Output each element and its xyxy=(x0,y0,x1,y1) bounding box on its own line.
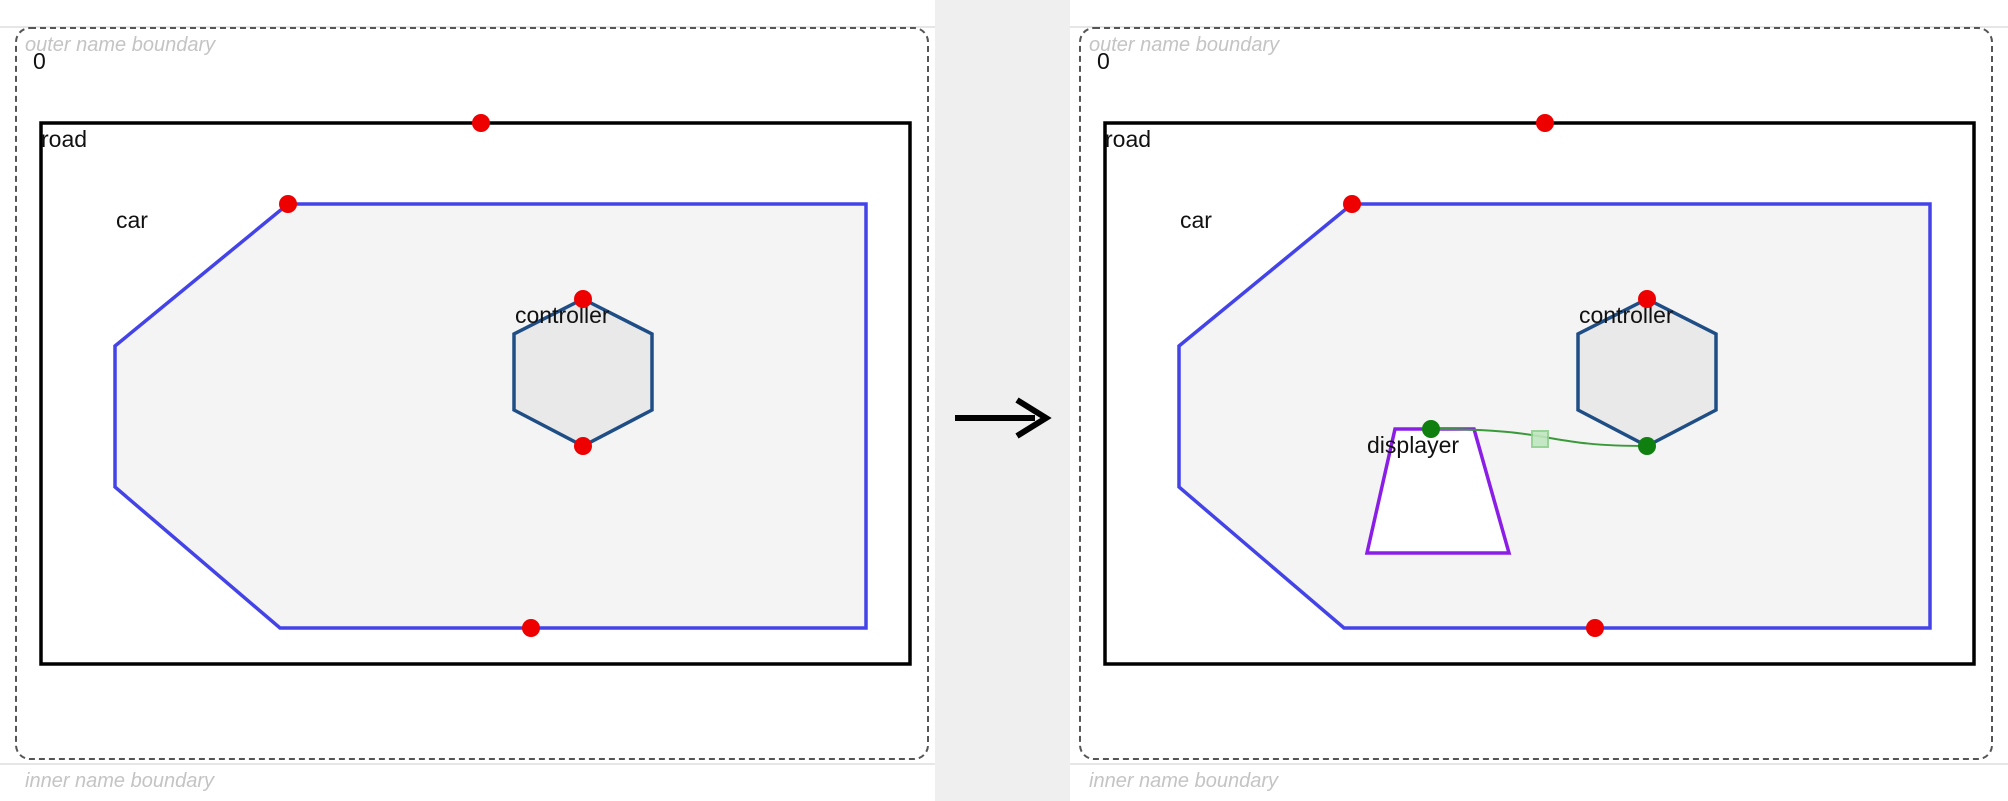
inner-boundary-label: inner name boundary xyxy=(1089,770,1279,792)
car-label: car xyxy=(116,207,148,233)
panel-before: outer name boundary inner name boundary … xyxy=(0,26,935,792)
road-label: road xyxy=(41,126,87,152)
car-label: car xyxy=(1180,207,1212,233)
root-label: 0 xyxy=(33,48,46,74)
controller-label: controller xyxy=(1579,302,1674,328)
root-region xyxy=(1079,27,1993,760)
link-handle[interactable] xyxy=(1531,430,1549,448)
right-arrow-icon xyxy=(955,397,1052,439)
outer-boundary-label: outer name boundary xyxy=(1089,34,1280,56)
panel-gutter xyxy=(935,0,1070,801)
controller-port-bottom[interactable] xyxy=(1638,437,1656,455)
controller-port-bottom[interactable] xyxy=(574,437,592,455)
displayer-port[interactable] xyxy=(1422,420,1440,438)
road-port[interactable] xyxy=(472,114,490,132)
road-port[interactable] xyxy=(1536,114,1554,132)
displayer-label: displayer xyxy=(1367,432,1459,458)
inner-boundary-label: inner name boundary xyxy=(25,770,215,792)
car-node[interactable] xyxy=(113,202,868,630)
car-port-top[interactable] xyxy=(279,195,297,213)
car-port-top[interactable] xyxy=(1343,195,1361,213)
car-port-bottom[interactable] xyxy=(1586,619,1604,637)
car-port-bottom[interactable] xyxy=(522,619,540,637)
road-label: road xyxy=(1105,126,1151,152)
root-label: 0 xyxy=(1097,48,1110,74)
root-region xyxy=(15,27,929,760)
panel-after: outer name boundary inner name boundary … xyxy=(1070,26,2008,792)
controller-port-top[interactable] xyxy=(574,290,592,308)
outer-boundary-label: outer name boundary xyxy=(25,34,216,56)
car-node[interactable] xyxy=(1177,202,1932,630)
controller-port-top[interactable] xyxy=(1638,290,1656,308)
controller-label: controller xyxy=(515,302,610,328)
